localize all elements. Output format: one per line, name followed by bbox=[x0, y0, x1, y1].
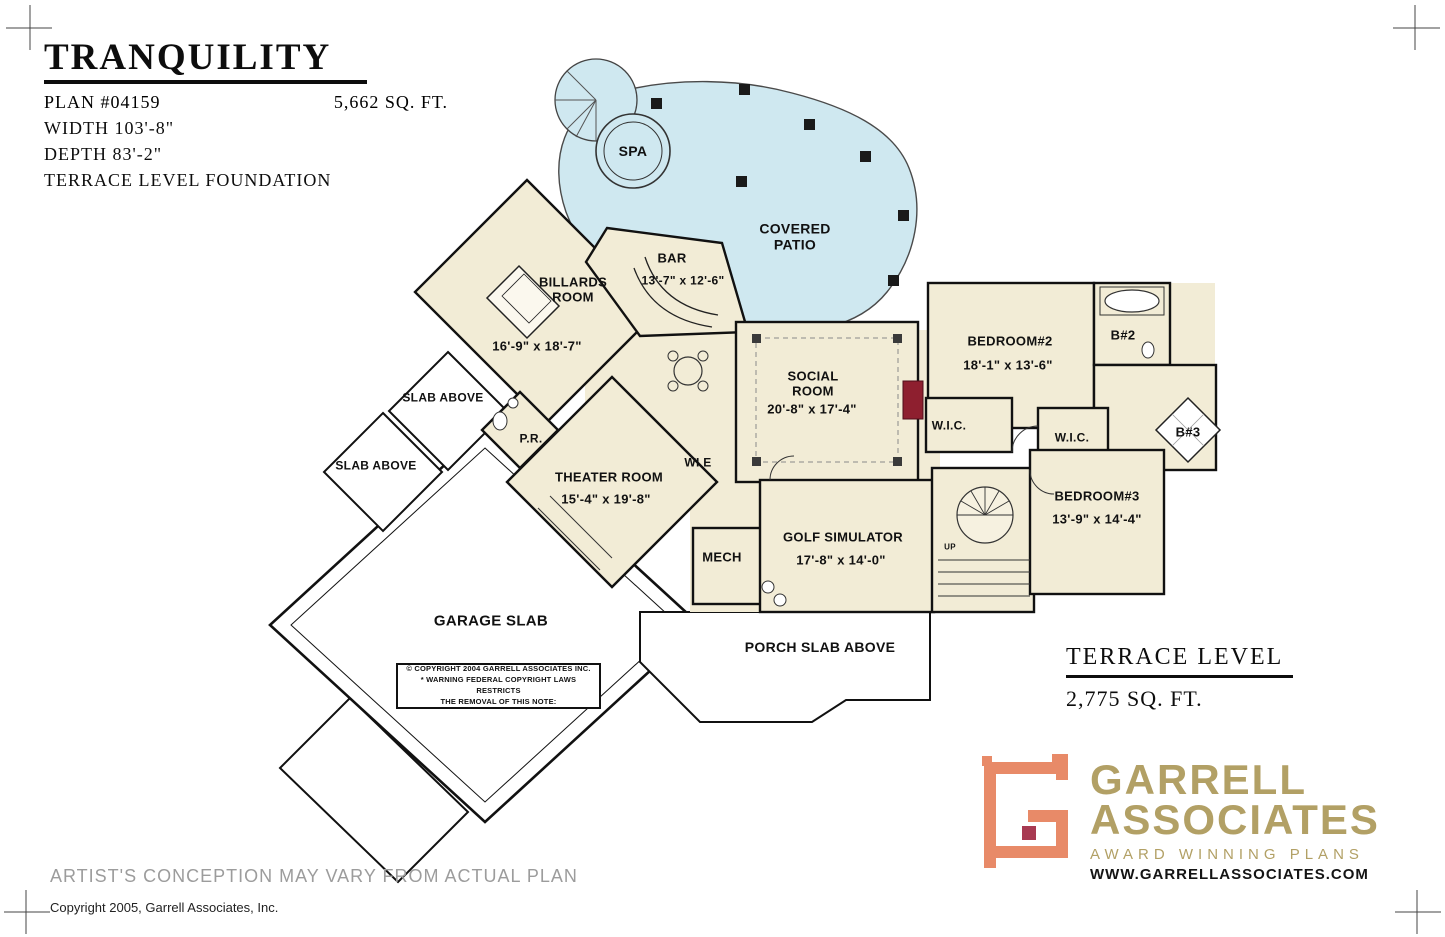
foyer-table bbox=[673, 356, 703, 386]
plan-depth: DEPTH 83'-2" bbox=[44, 144, 163, 164]
social-room-area bbox=[734, 320, 920, 484]
dims-billards: 16'-9" x 18'-7" bbox=[492, 338, 582, 354]
label-up: UP bbox=[944, 542, 956, 552]
summary-level-label: TERRACE LEVEL bbox=[1066, 644, 1294, 678]
room-label-billards: BILLARDS ROOM bbox=[538, 274, 608, 304]
brand-text: GARRELL ASSOCIATES AWARD WINNING PLANS W… bbox=[1090, 754, 1380, 883]
dims-bedroom3: 13'-9" x 14'-4" bbox=[1052, 511, 1142, 527]
dims-golf: 17'-8" x 14'-0" bbox=[796, 552, 886, 568]
bath2-toilet bbox=[1141, 341, 1155, 359]
disclaimer-text: ARTIST'S CONCEPTION MAY VARY FROM ACTUAL… bbox=[50, 866, 578, 886]
dims-bedroom2: 18'-1" x 13'-6" bbox=[963, 357, 1053, 373]
room-label-mech: MECH bbox=[702, 549, 742, 565]
room-label-bath2: B#2 bbox=[1110, 327, 1136, 343]
lower-left-slab bbox=[278, 696, 470, 884]
porch-slab-area bbox=[639, 611, 931, 723]
room-label-bar: BAR bbox=[657, 250, 687, 266]
pr-sink bbox=[507, 397, 519, 409]
room-label-covered-patio: COVERED PATIO bbox=[759, 220, 831, 252]
room-label-pr: P.R. bbox=[519, 431, 543, 446]
slab-above-area-1 bbox=[387, 350, 509, 472]
crop-marks bbox=[4, 5, 1441, 934]
room-label-theater: THEATER ROOM bbox=[554, 469, 664, 485]
brand-name-line1: GARRELL bbox=[1090, 756, 1307, 803]
page-title: TRANQUILITY bbox=[44, 36, 368, 84]
dims-bar: 13'-7" x 12'-6" bbox=[641, 273, 725, 288]
room-label-wic1: W.I.C. bbox=[931, 418, 967, 433]
dims-social: 20'-8" x 17'-4" bbox=[767, 401, 857, 417]
brand-tagline: AWARD WINNING PLANS bbox=[1090, 845, 1364, 863]
garrell-logo-icon bbox=[982, 754, 1068, 868]
room-label-social: SOCIAL ROOM bbox=[787, 368, 839, 398]
dims-theater: 15'-4" x 19'-8" bbox=[561, 491, 651, 507]
pr-toilet bbox=[492, 411, 508, 431]
plan-number: PLAN #04159 bbox=[44, 92, 161, 112]
room-label-wine: WI E bbox=[684, 455, 712, 470]
label-porch-slab: PORCH SLAB ABOVE bbox=[744, 639, 896, 656]
room-label-bedroom3: BEDROOM#3 bbox=[1054, 488, 1140, 504]
slab-above-area-2 bbox=[322, 411, 444, 533]
room-label-bedroom2: BEDROOM#2 bbox=[967, 333, 1053, 349]
brand-name-line2: ASSOCIATES bbox=[1090, 795, 1380, 843]
room-label-golf: GOLF SIMULATOR bbox=[783, 529, 903, 545]
brand-block: GARRELL ASSOCIATES AWARD WINNING PLANS W… bbox=[982, 754, 1380, 883]
level-summary: TERRACE LEVEL 2,775 SQ. FT. bbox=[1066, 644, 1294, 712]
room-label-wic2: W.I.C. bbox=[1054, 430, 1090, 445]
room-label-bath3: B#3 bbox=[1175, 424, 1201, 440]
wic1-area bbox=[924, 396, 1014, 454]
mech-room-area bbox=[691, 526, 765, 606]
plan-width: WIDTH 103'-8" bbox=[44, 118, 175, 138]
copyright-note-box: © COPYRIGHT 2004 GARRELL ASSOCIATES INC.… bbox=[396, 663, 601, 709]
bath2-tub bbox=[1104, 289, 1160, 313]
room-label-spa: SPA bbox=[618, 143, 648, 160]
footer: ARTIST'S CONCEPTION MAY VARY FROM ACTUAL… bbox=[50, 866, 578, 915]
spa-circle bbox=[595, 113, 671, 189]
label-slab-above-2: SLAB ABOVE bbox=[335, 458, 417, 473]
brand-website: WWW.GARRELLASSOCIATES.COM bbox=[1090, 865, 1369, 883]
total-area: 5,662 SQ. FT. bbox=[333, 92, 448, 112]
title-block: TRANQUILITY PLAN #04159 5,662 SQ. FT. WI… bbox=[44, 36, 454, 191]
golf-equipment bbox=[761, 580, 775, 594]
footer-copyright: Copyright 2005, Garrell Associates, Inc. bbox=[50, 900, 279, 915]
plan-level: TERRACE LEVEL FOUNDATION bbox=[44, 170, 332, 190]
theater-room-area bbox=[505, 375, 719, 589]
plan-info-row: PLAN #04159 5,662 SQ. FT. bbox=[44, 92, 448, 113]
bedroom3-area bbox=[1028, 448, 1166, 596]
bar-area bbox=[584, 226, 750, 338]
red-door bbox=[902, 380, 924, 420]
golf-simulator-area bbox=[758, 478, 936, 614]
patio-columns bbox=[651, 84, 909, 286]
billiard-table bbox=[485, 264, 561, 340]
summary-area-label: 2,775 SQ. FT. bbox=[1066, 686, 1203, 711]
label-slab-above-1: SLAB ABOVE bbox=[402, 390, 484, 405]
label-garage-slab: GARAGE SLAB bbox=[433, 612, 549, 630]
